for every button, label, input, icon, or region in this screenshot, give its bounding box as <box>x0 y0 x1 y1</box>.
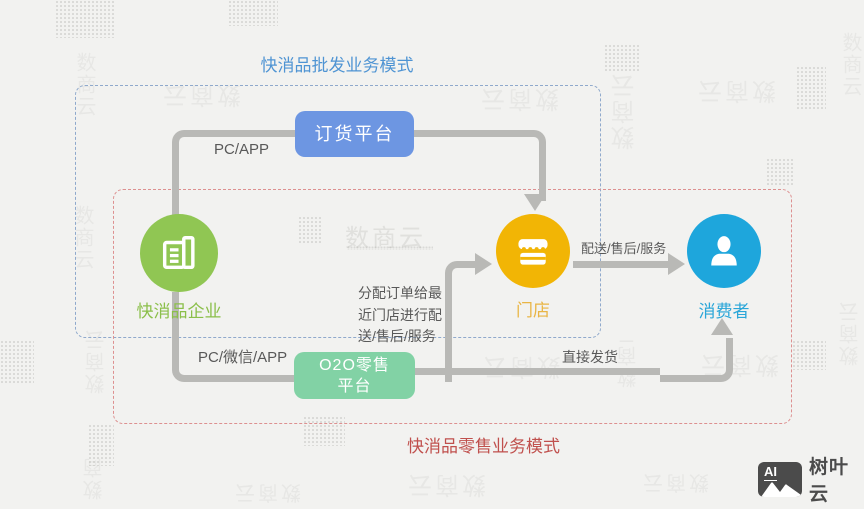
connector-store-to-consumer <box>573 261 668 268</box>
store-node <box>496 214 570 288</box>
watermark-dots <box>88 424 114 466</box>
watermark-text: 数商云 <box>640 471 709 493</box>
watermark-dots <box>0 340 34 384</box>
assign-order-line2: 近门店进行配 <box>358 306 442 323</box>
watermark-text: 数商云 <box>84 458 106 500</box>
storefront-icon <box>518 239 548 265</box>
connector-enterprise-to-o2o <box>172 292 309 382</box>
watermark-dots <box>766 158 794 186</box>
consumer-label: 消费者 <box>698 302 750 321</box>
enterprise-node <box>140 214 218 292</box>
building-icon <box>162 236 195 270</box>
mountain-icon <box>761 481 802 497</box>
wholesale-model-box <box>75 85 601 338</box>
arrowhead-into-store-left <box>475 253 492 275</box>
assign-order-line1: 分配订单给最 <box>358 285 442 301</box>
consumer-node <box>687 214 761 288</box>
watermark-dots <box>796 66 826 110</box>
o2o-platform-line2: 平台 <box>337 378 372 395</box>
watermark-text: 数商云 <box>839 32 861 98</box>
retail-model-box <box>113 189 792 424</box>
watermark-text: 数商云 <box>612 72 639 150</box>
brand-logo: AI 树叶云 <box>758 452 864 506</box>
store-label: 门店 <box>516 301 550 320</box>
edge-label-assign-order: 分配订单给最 近门店进行配 送/售后/服务 <box>358 283 442 348</box>
edge-label-pc-wechat-app: PC/微信/APP <box>198 349 288 366</box>
edge-label-delivery-service: 配送/售后/服务 <box>581 241 667 256</box>
connector-enterprise-to-ordering <box>172 130 302 227</box>
ordering-platform-node: 订货平台 <box>295 111 414 157</box>
o2o-platform-node: O2O零售 平台 <box>294 352 415 399</box>
watermark-dots <box>604 44 640 72</box>
enterprise-label: 快消品企业 <box>136 302 222 321</box>
watermark-dots <box>228 0 278 26</box>
connector-o2o-branch-to-store <box>445 261 482 382</box>
o2o-platform-line1: O2O零售 <box>319 357 390 374</box>
arrowhead-into-store-top <box>524 194 546 211</box>
ai-icon-text: AI <box>764 463 777 481</box>
ai-image-icon: AI <box>758 461 802 497</box>
edge-label-pc-app: PC/APP <box>214 141 270 158</box>
watermark-text: 数商云 <box>232 481 301 503</box>
brand-name: 树叶云 <box>809 457 850 505</box>
watermark-tagline <box>347 246 433 250</box>
watermark-dots <box>792 340 826 370</box>
assign-order-line3: 送/售后/服务 <box>358 328 436 344</box>
arrowhead-into-consumer-bottom <box>711 318 733 335</box>
edge-label-direct-ship: 直接发货 <box>562 349 618 365</box>
connector-ordering-to-store <box>414 130 546 201</box>
watermark-dots <box>55 0 115 38</box>
person-icon <box>711 236 737 266</box>
arrowhead-into-consumer-left <box>668 253 685 275</box>
connector-o2o-to-consumer <box>660 338 733 382</box>
watermark-text: 数商云 <box>840 300 862 366</box>
retail-model-title: 快消品零售业务模式 <box>407 437 560 456</box>
watermark-text: 数商云 <box>695 77 776 104</box>
wholesale-model-title: 快消品批发业务模式 <box>260 56 414 75</box>
